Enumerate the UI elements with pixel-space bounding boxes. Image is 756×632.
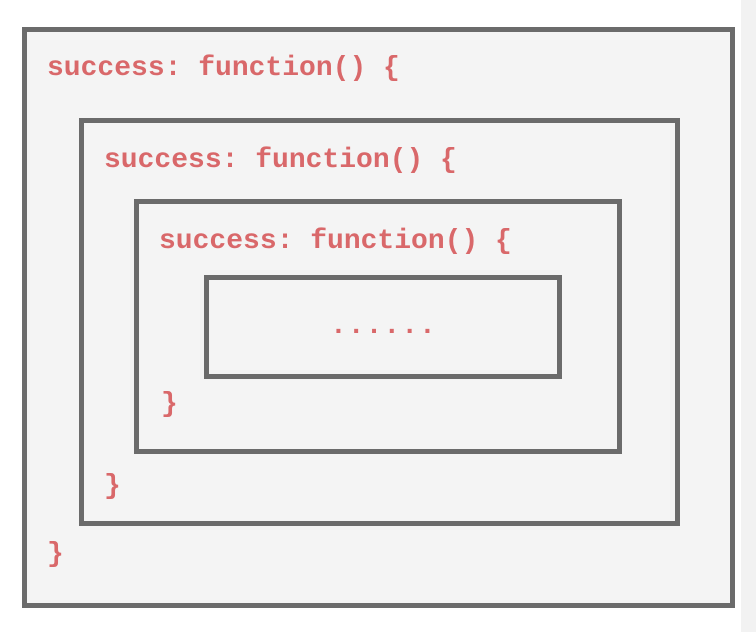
- background-strip: [741, 0, 756, 632]
- callback-closing-level-2: }: [104, 471, 121, 502]
- callback-closing-level-1: }: [47, 539, 64, 570]
- callback-opening-level-3: success: function() {: [159, 226, 512, 257]
- callback-box-innermost: [204, 275, 562, 379]
- callback-opening-level-2: success: function() {: [104, 145, 457, 176]
- callback-opening-level-1: success: function() {: [47, 53, 400, 84]
- callback-closing-level-3: }: [161, 389, 178, 420]
- innermost-ellipsis: ......: [330, 311, 437, 342]
